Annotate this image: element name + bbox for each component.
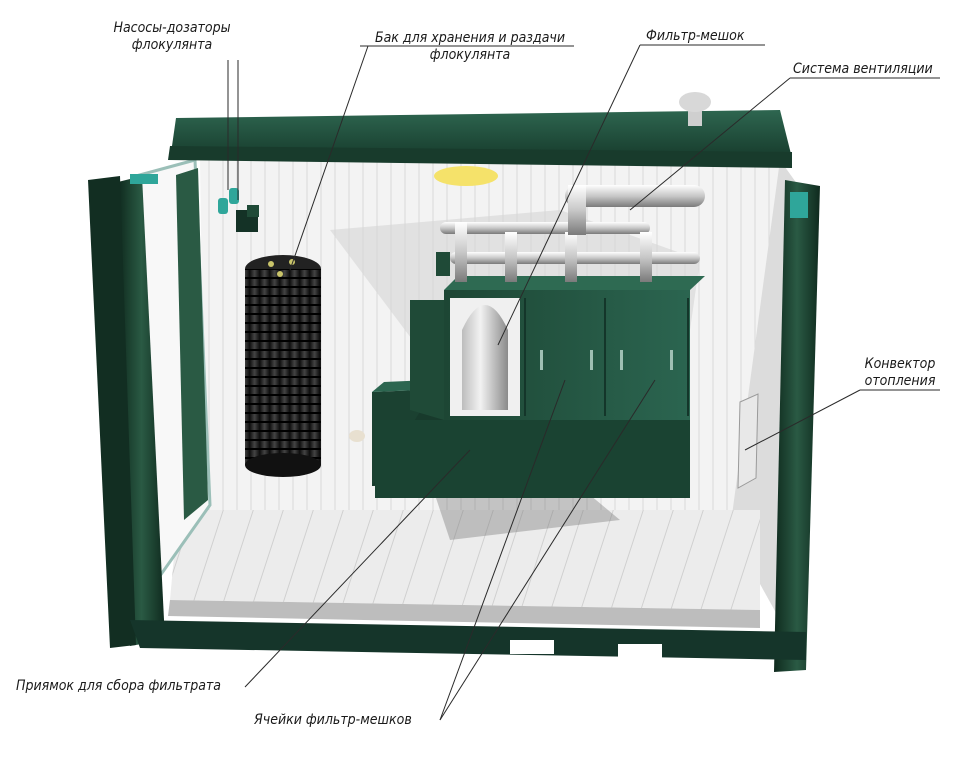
label-convector-line1: Конвектор	[864, 356, 936, 372]
convector	[737, 393, 759, 489]
dosing-pumps	[218, 188, 259, 232]
label-ventilation: Система вентиляции	[793, 61, 933, 77]
vent-cap	[679, 92, 711, 126]
label-dosing-pumps-line1: Насосы-дозаторы	[113, 20, 231, 36]
label-dosing-pumps: Насосы-дозаторы флокулянта	[82, 20, 262, 54]
label-filter-bag: Фильтр-мешок	[646, 28, 745, 44]
pipework	[436, 185, 705, 282]
label-convector: Конвектор отопления	[850, 356, 950, 390]
label-filter-cells: Ячейки фильтр-мешков	[254, 712, 412, 728]
label-filtrate-sump: Приямок для сбора фильтрата	[16, 678, 222, 694]
floor	[170, 510, 760, 610]
filter-cabinet	[375, 276, 705, 498]
label-flocculant-tank-line1: Бак для хранения и раздачи	[374, 30, 566, 46]
container-frame	[88, 174, 820, 672]
label-dosing-pumps-line2: флокулянта	[131, 37, 213, 53]
leader-lines	[227, 44, 940, 721]
flocculant-tank	[245, 255, 321, 477]
label-flocculant-tank-line2: флокулянта	[429, 47, 511, 63]
label-convector-line2: отопления	[864, 373, 936, 389]
label-flocculant-tank: Бак для хранения и раздачи флокулянта	[360, 30, 580, 64]
